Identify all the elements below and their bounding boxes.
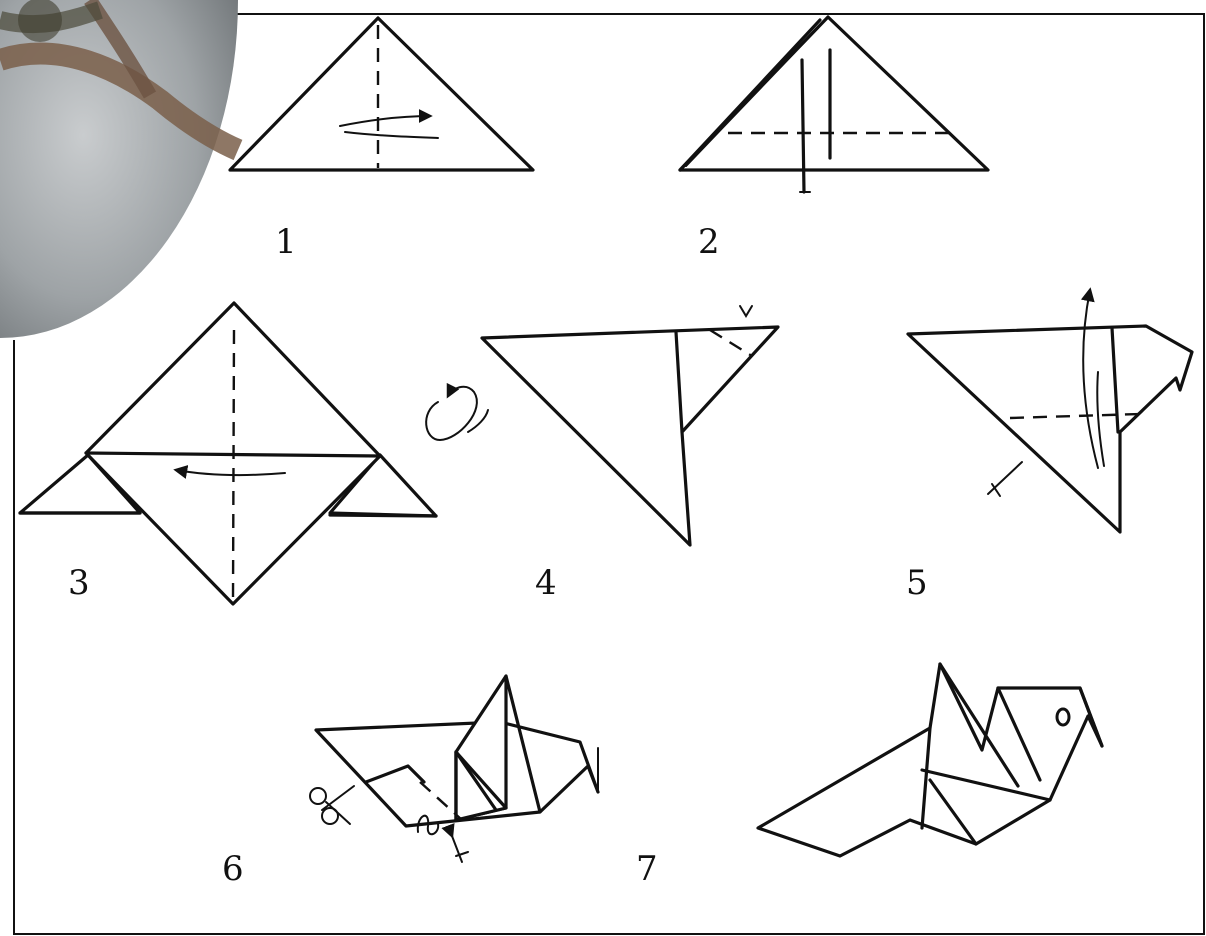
corner-photo [0,0,238,338]
step-2-label: 2 [698,222,720,262]
scissors-icon [310,786,354,824]
step-2-figure [680,17,988,192]
turn-over-icon [426,387,488,440]
step-4-figure [482,306,778,545]
step-3-label: 3 [68,563,90,603]
step-6-label: 6 [222,849,244,889]
step-7-figure [758,664,1102,856]
step-1-label: 1 [275,222,297,262]
step-3-figure [20,303,436,604]
step-5-label: 5 [906,563,928,603]
step-6-figure [316,676,598,826]
step-4-label: 4 [535,563,557,603]
eye-dot [1057,709,1069,725]
step-5-figure [908,290,1192,532]
step-1-figure [230,18,533,170]
step-7-label: 7 [636,849,658,889]
